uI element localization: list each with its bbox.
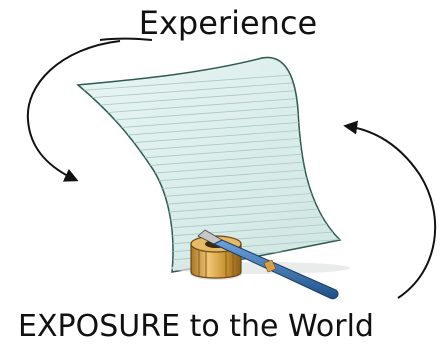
experience-label: Experience (139, 4, 317, 42)
exposure-label: EXPOSURE to the World (18, 309, 374, 344)
experience-underline (100, 39, 152, 41)
right-curved-arrow (346, 126, 435, 298)
